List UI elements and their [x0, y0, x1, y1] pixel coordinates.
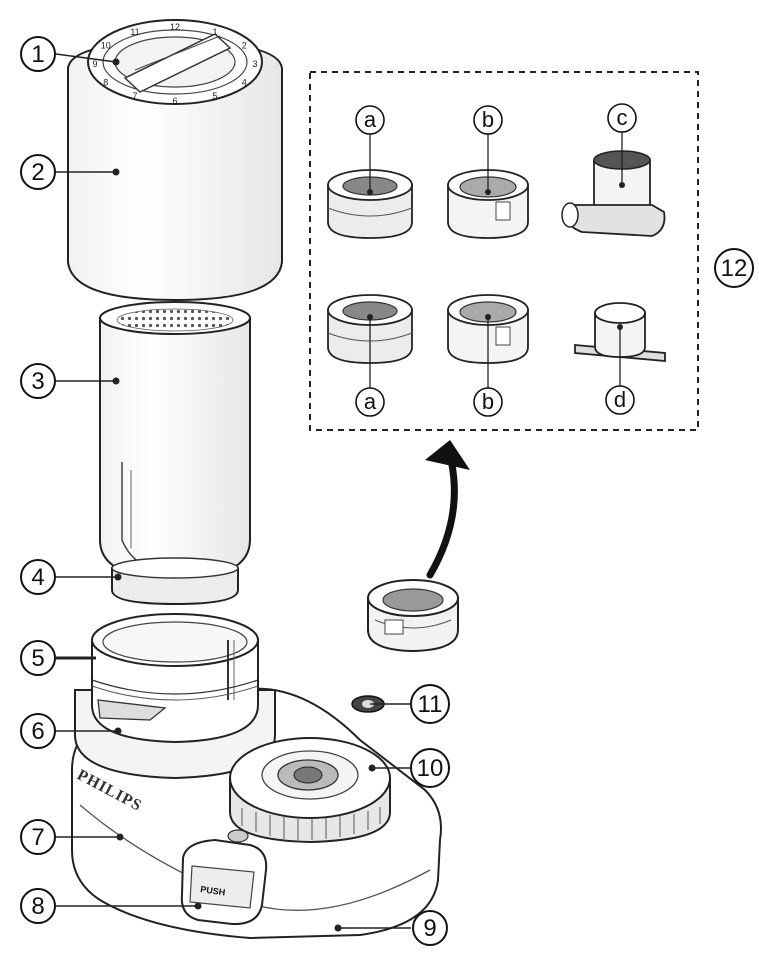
container-base-ring [111, 557, 239, 606]
accessory-box [309, 71, 699, 431]
dial-mark: 1 [212, 27, 217, 37]
hopper-ring-part [229, 737, 391, 844]
dial-mark: 3 [252, 59, 257, 69]
svg-text:5: 5 [31, 645, 44, 672]
callout-10: 10 [410, 748, 450, 788]
svg-text:a: a [364, 107, 377, 132]
svg-text:1: 1 [31, 41, 44, 68]
upper-collar-part [74, 613, 276, 780]
svg-text:d: d [614, 387, 626, 412]
svg-text:b: b [482, 107, 494, 132]
accessory-d: d [574, 302, 666, 415]
svg-text:6: 6 [31, 718, 44, 745]
accessory-b: b [447, 105, 529, 239]
callout-4: 4 [20, 559, 56, 595]
callout-11: 11 [410, 684, 450, 724]
dial-mark: 10 [101, 41, 111, 51]
swap-arrow [425, 440, 470, 579]
svg-text:11: 11 [418, 691, 443, 718]
callout-9: 9 [412, 910, 448, 946]
callout-5: 5 [20, 640, 56, 676]
svg-text:10: 10 [417, 755, 444, 782]
push-button-text: PUSH [200, 884, 226, 897]
dial-mark: 12 [170, 22, 180, 32]
dial-mark: 11 [130, 27, 139, 37]
svg-text:9: 9 [423, 915, 436, 942]
svg-text:c: c [617, 105, 628, 130]
accessory-set: a b c a b d [327, 103, 666, 417]
inner-container-part [99, 301, 251, 582]
dial-mark: 5 [212, 91, 217, 101]
svg-text:7: 7 [31, 824, 44, 851]
leader-lines [55, 53, 412, 929]
callout-1: 1 [20, 36, 56, 72]
top-cover-part [67, 19, 283, 302]
removed-burr-ring [367, 579, 459, 653]
callout-6: 6 [20, 713, 56, 749]
svg-text:3: 3 [31, 368, 44, 395]
dial-mark: 6 [172, 96, 177, 106]
accessory-c: c [561, 103, 666, 237]
dial-mark: 8 [103, 78, 108, 88]
dial-mark: 9 [92, 59, 97, 69]
accessory-b: b [447, 294, 529, 417]
callout-2: 2 [20, 154, 56, 190]
svg-text:2: 2 [31, 159, 44, 186]
callout-12: 12 [714, 248, 754, 288]
callout-3: 3 [20, 363, 56, 399]
dial-mark: 2 [242, 41, 247, 51]
svg-text:b: b [482, 389, 494, 414]
push-button-part: PUSH [180, 829, 268, 926]
small-seal-part [351, 695, 385, 713]
dial-mark: 7 [132, 91, 137, 101]
svg-text:12: 12 [721, 255, 748, 282]
accessory-a: a [327, 105, 413, 239]
accessory-a: a [327, 294, 413, 417]
svg-text:8: 8 [31, 893, 44, 920]
callout-8: 8 [20, 888, 56, 924]
leader-dots [112, 58, 376, 932]
callout-7: 7 [20, 819, 56, 855]
dial-mark: 4 [242, 78, 247, 88]
svg-text:4: 4 [31, 564, 44, 591]
svg-text:a: a [364, 389, 377, 414]
